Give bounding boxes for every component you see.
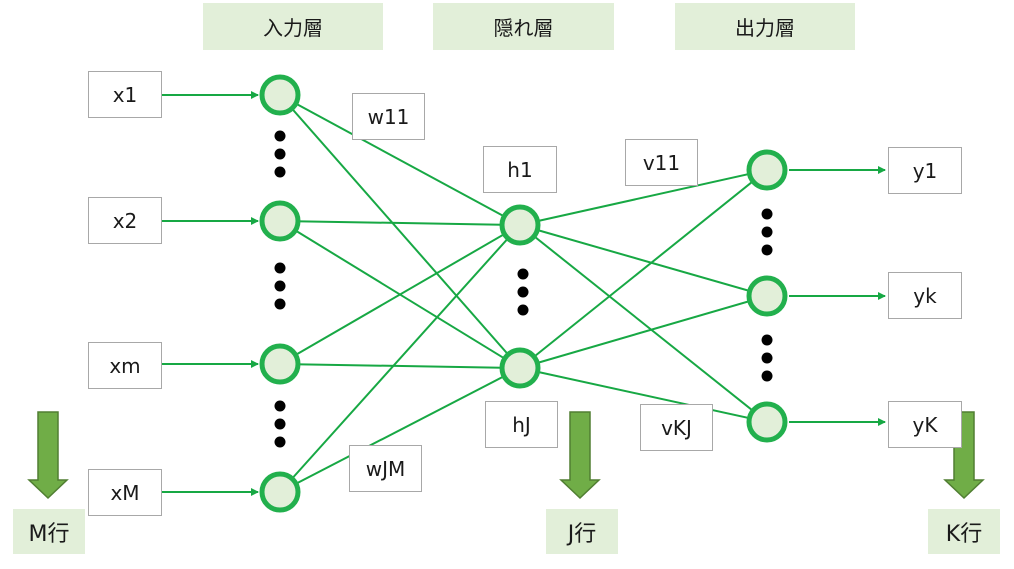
hidden-node-h1: [499, 204, 541, 246]
connection-x1-hJ: [279, 94, 521, 369]
weight-label-v11: v11: [625, 139, 698, 186]
connection-xm-hJ: [279, 363, 521, 369]
connection-h1-yK: [519, 224, 768, 423]
connection-h1-yk: [519, 224, 768, 297]
hidden-count-down-arrow: [559, 411, 601, 500]
output-label-yk: yk: [888, 272, 962, 319]
weight-label-vKJ: vKJ: [640, 404, 713, 451]
output-ellipsis-a-dot-2: [761, 226, 773, 238]
output-label-yK: yK: [888, 401, 962, 448]
hidden-label-hJ: hJ: [485, 401, 558, 448]
connection-hJ-yK: [519, 367, 768, 423]
hidden-label-h1: h1: [483, 146, 557, 193]
input-count-down-arrow: [27, 411, 69, 500]
input-ellipsis-a-dot-3: [274, 166, 286, 178]
connection-xM-hJ: [279, 367, 521, 493]
input-ellipsis-a-dot-2: [274, 148, 286, 160]
input-ellipsis-a-dot-1: [274, 130, 286, 142]
input-ellipsis-c-dot-2: [274, 418, 286, 430]
output-ellipsis-a-dot-3: [761, 244, 773, 256]
connection-xm-h1: [279, 224, 521, 365]
input-ellipsis-b-dot-3: [274, 298, 286, 310]
hidden-node-hJ: [499, 347, 541, 389]
connection-h1-y1: [519, 169, 768, 226]
connection-hJ-yk: [519, 295, 768, 369]
input-ellipsis-b-dot-2: [274, 280, 286, 292]
input-node-xm: [259, 343, 301, 385]
output-count-label: K行: [928, 509, 1000, 554]
output-node-y1: [746, 149, 788, 191]
output-ellipsis-b-dot-1: [761, 334, 773, 346]
weight-label-wJM: wJM: [349, 445, 422, 492]
output-node-yk: [746, 275, 788, 317]
output-node-yK: [746, 401, 788, 443]
input-node-xM: [259, 471, 301, 513]
input-count-label: M行: [13, 509, 85, 554]
input-node-x2: [259, 200, 301, 242]
input-layer-header: 入力層: [203, 3, 383, 50]
connection-x1-h1: [279, 94, 521, 226]
output-label-y1: y1: [888, 147, 962, 194]
input-ellipsis-b-dot-1: [274, 262, 286, 274]
input-label-xm: xm: [88, 342, 162, 389]
output-ellipsis-b-dot-3: [761, 370, 773, 382]
hidden-ellipsis-dot-2: [517, 286, 529, 298]
input-label-x1: x1: [88, 71, 162, 118]
connection-xM-h1: [279, 224, 521, 493]
input-ellipsis-c-dot-1: [274, 400, 286, 412]
output-ellipsis-a-dot-1: [761, 208, 773, 220]
output-layer-header: 出力層: [675, 3, 855, 50]
input-label-x2: x2: [88, 197, 162, 244]
input-label-xM: xM: [88, 469, 162, 516]
hidden-ellipsis-dot-3: [517, 304, 529, 316]
input-node-x1: [259, 74, 301, 116]
connection-x2-h1: [279, 220, 521, 226]
weight-label-w11: w11: [352, 93, 425, 140]
connection-hJ-y1: [519, 169, 768, 369]
output-ellipsis-b-dot-2: [761, 352, 773, 364]
hidden-count-label: J行: [546, 509, 618, 554]
hidden-ellipsis-dot-1: [517, 268, 529, 280]
hidden-layer-header: 隠れ層: [433, 3, 614, 50]
input-ellipsis-c-dot-3: [274, 436, 286, 448]
